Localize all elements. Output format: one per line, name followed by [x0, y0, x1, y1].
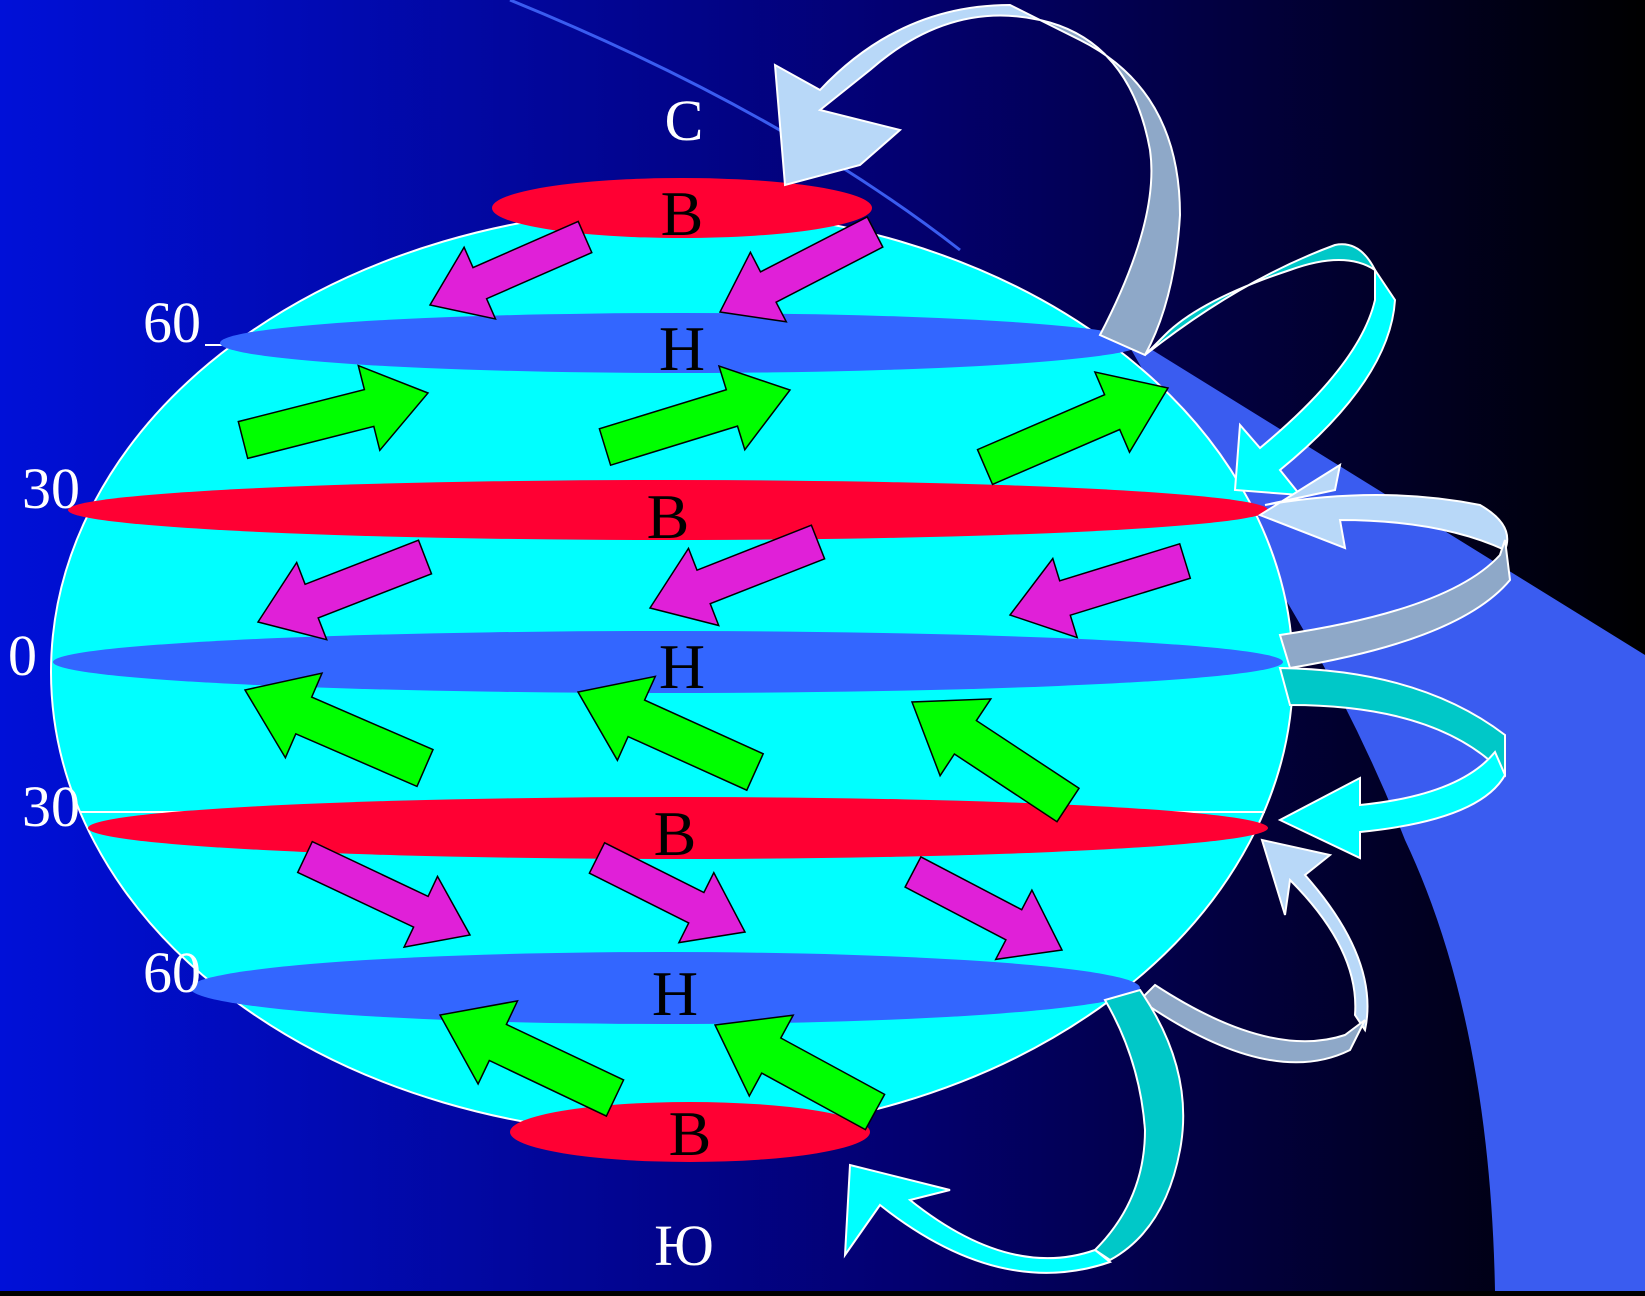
label-lat-30-north: 30 [22, 456, 80, 521]
curved-arrow-icon [1233, 266, 1397, 497]
curved-arrow-icon [843, 1163, 1113, 1274]
pressure-label-subtropic-north: В [647, 481, 690, 552]
arrow-icon [296, 840, 472, 949]
arrow-icon [237, 364, 430, 460]
belt-low-equator [53, 631, 1283, 693]
belt-high-polar-north [492, 178, 872, 238]
arrow-icon [648, 524, 826, 627]
arrow-icon [588, 841, 747, 944]
arrow-icon [438, 999, 625, 1118]
label-lat-0: 0 [8, 623, 37, 688]
labels: С Ю 60 30 0 30 60 [8, 88, 714, 1278]
curved-arrow-icon [1260, 838, 1369, 1033]
arrow-icon [910, 698, 1081, 823]
arrow-icon [904, 855, 1064, 961]
arrow-icon [976, 370, 1170, 486]
label-lat-30-south: 30 [22, 774, 80, 839]
belt-high-subtropic-south [88, 797, 1268, 859]
arrow-icon [576, 675, 765, 792]
arrow-icon [256, 539, 433, 641]
curved-arrow-icon [1257, 462, 1509, 552]
pressure-label-polar-south: В [669, 1098, 712, 1169]
arrow-icon [598, 364, 792, 467]
arrow-icon [713, 1014, 886, 1131]
curved-arrow-icon [773, 3, 1041, 187]
pressure-label-subpolar-south: Н [652, 958, 698, 1029]
circulation-cells [773, 3, 1512, 1274]
belt-low-subpolar-south [190, 952, 1140, 1024]
pressure-label-subpolar-north: Н [659, 313, 705, 384]
label-lat-60-south: 60 [143, 940, 201, 1005]
curved-arrow-icon [1278, 539, 1512, 670]
curved-arrow-icon [1039, 19, 1182, 357]
sun-ray-band [1120, 330, 1645, 1291]
label-south: Ю [654, 1213, 714, 1278]
label-north: С [665, 88, 704, 153]
pressure-label-equator: Н [659, 631, 705, 702]
arrow-icon [1008, 542, 1192, 639]
wind-arrows [237, 215, 1192, 1131]
arrow-icon [718, 215, 884, 323]
pressure-label-polar-north: В [661, 178, 704, 249]
curved-arrow-icon [1277, 750, 1507, 860]
arrow-icon [243, 672, 434, 788]
ray-line [509, 0, 961, 252]
arrow-icon [428, 220, 593, 321]
belt-high-subtropic-north [68, 480, 1268, 540]
belt-low-subpolar-north [220, 313, 1144, 373]
label-lat-60-north: 60 [143, 290, 201, 355]
belt-labels: В Н В Н В Н В [647, 178, 712, 1169]
belt-high-polar-south [510, 1102, 870, 1162]
curved-arrow-icon [1093, 988, 1185, 1262]
pressure-label-subtropic-south: В [654, 798, 697, 869]
